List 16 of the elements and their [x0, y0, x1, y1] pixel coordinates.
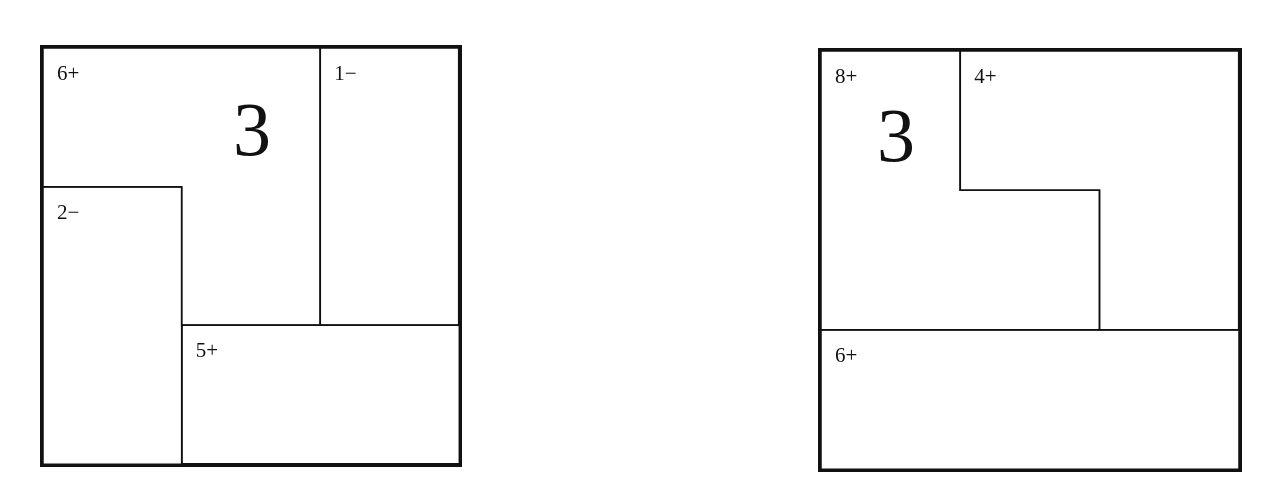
cell-digit: 3	[877, 97, 915, 173]
cage-outline	[43, 186, 182, 464]
cage-outline	[320, 48, 459, 326]
cage-clue: 8+	[835, 66, 858, 87]
cage-outline	[960, 51, 1239, 330]
puzzle-grid	[818, 48, 1242, 472]
puzzle-grid	[40, 45, 462, 467]
cage-clue: 5+	[195, 340, 218, 362]
cage-clue: 4+	[974, 66, 997, 87]
cage-clue: 6+	[835, 344, 858, 366]
cell-digit: 3	[233, 91, 271, 167]
cage-clue: 6+	[57, 63, 80, 84]
cage-clue: 1−	[334, 63, 357, 84]
cage-outline	[821, 329, 1239, 469]
cage-clue: 2−	[57, 201, 80, 223]
cage-outline	[181, 325, 459, 464]
